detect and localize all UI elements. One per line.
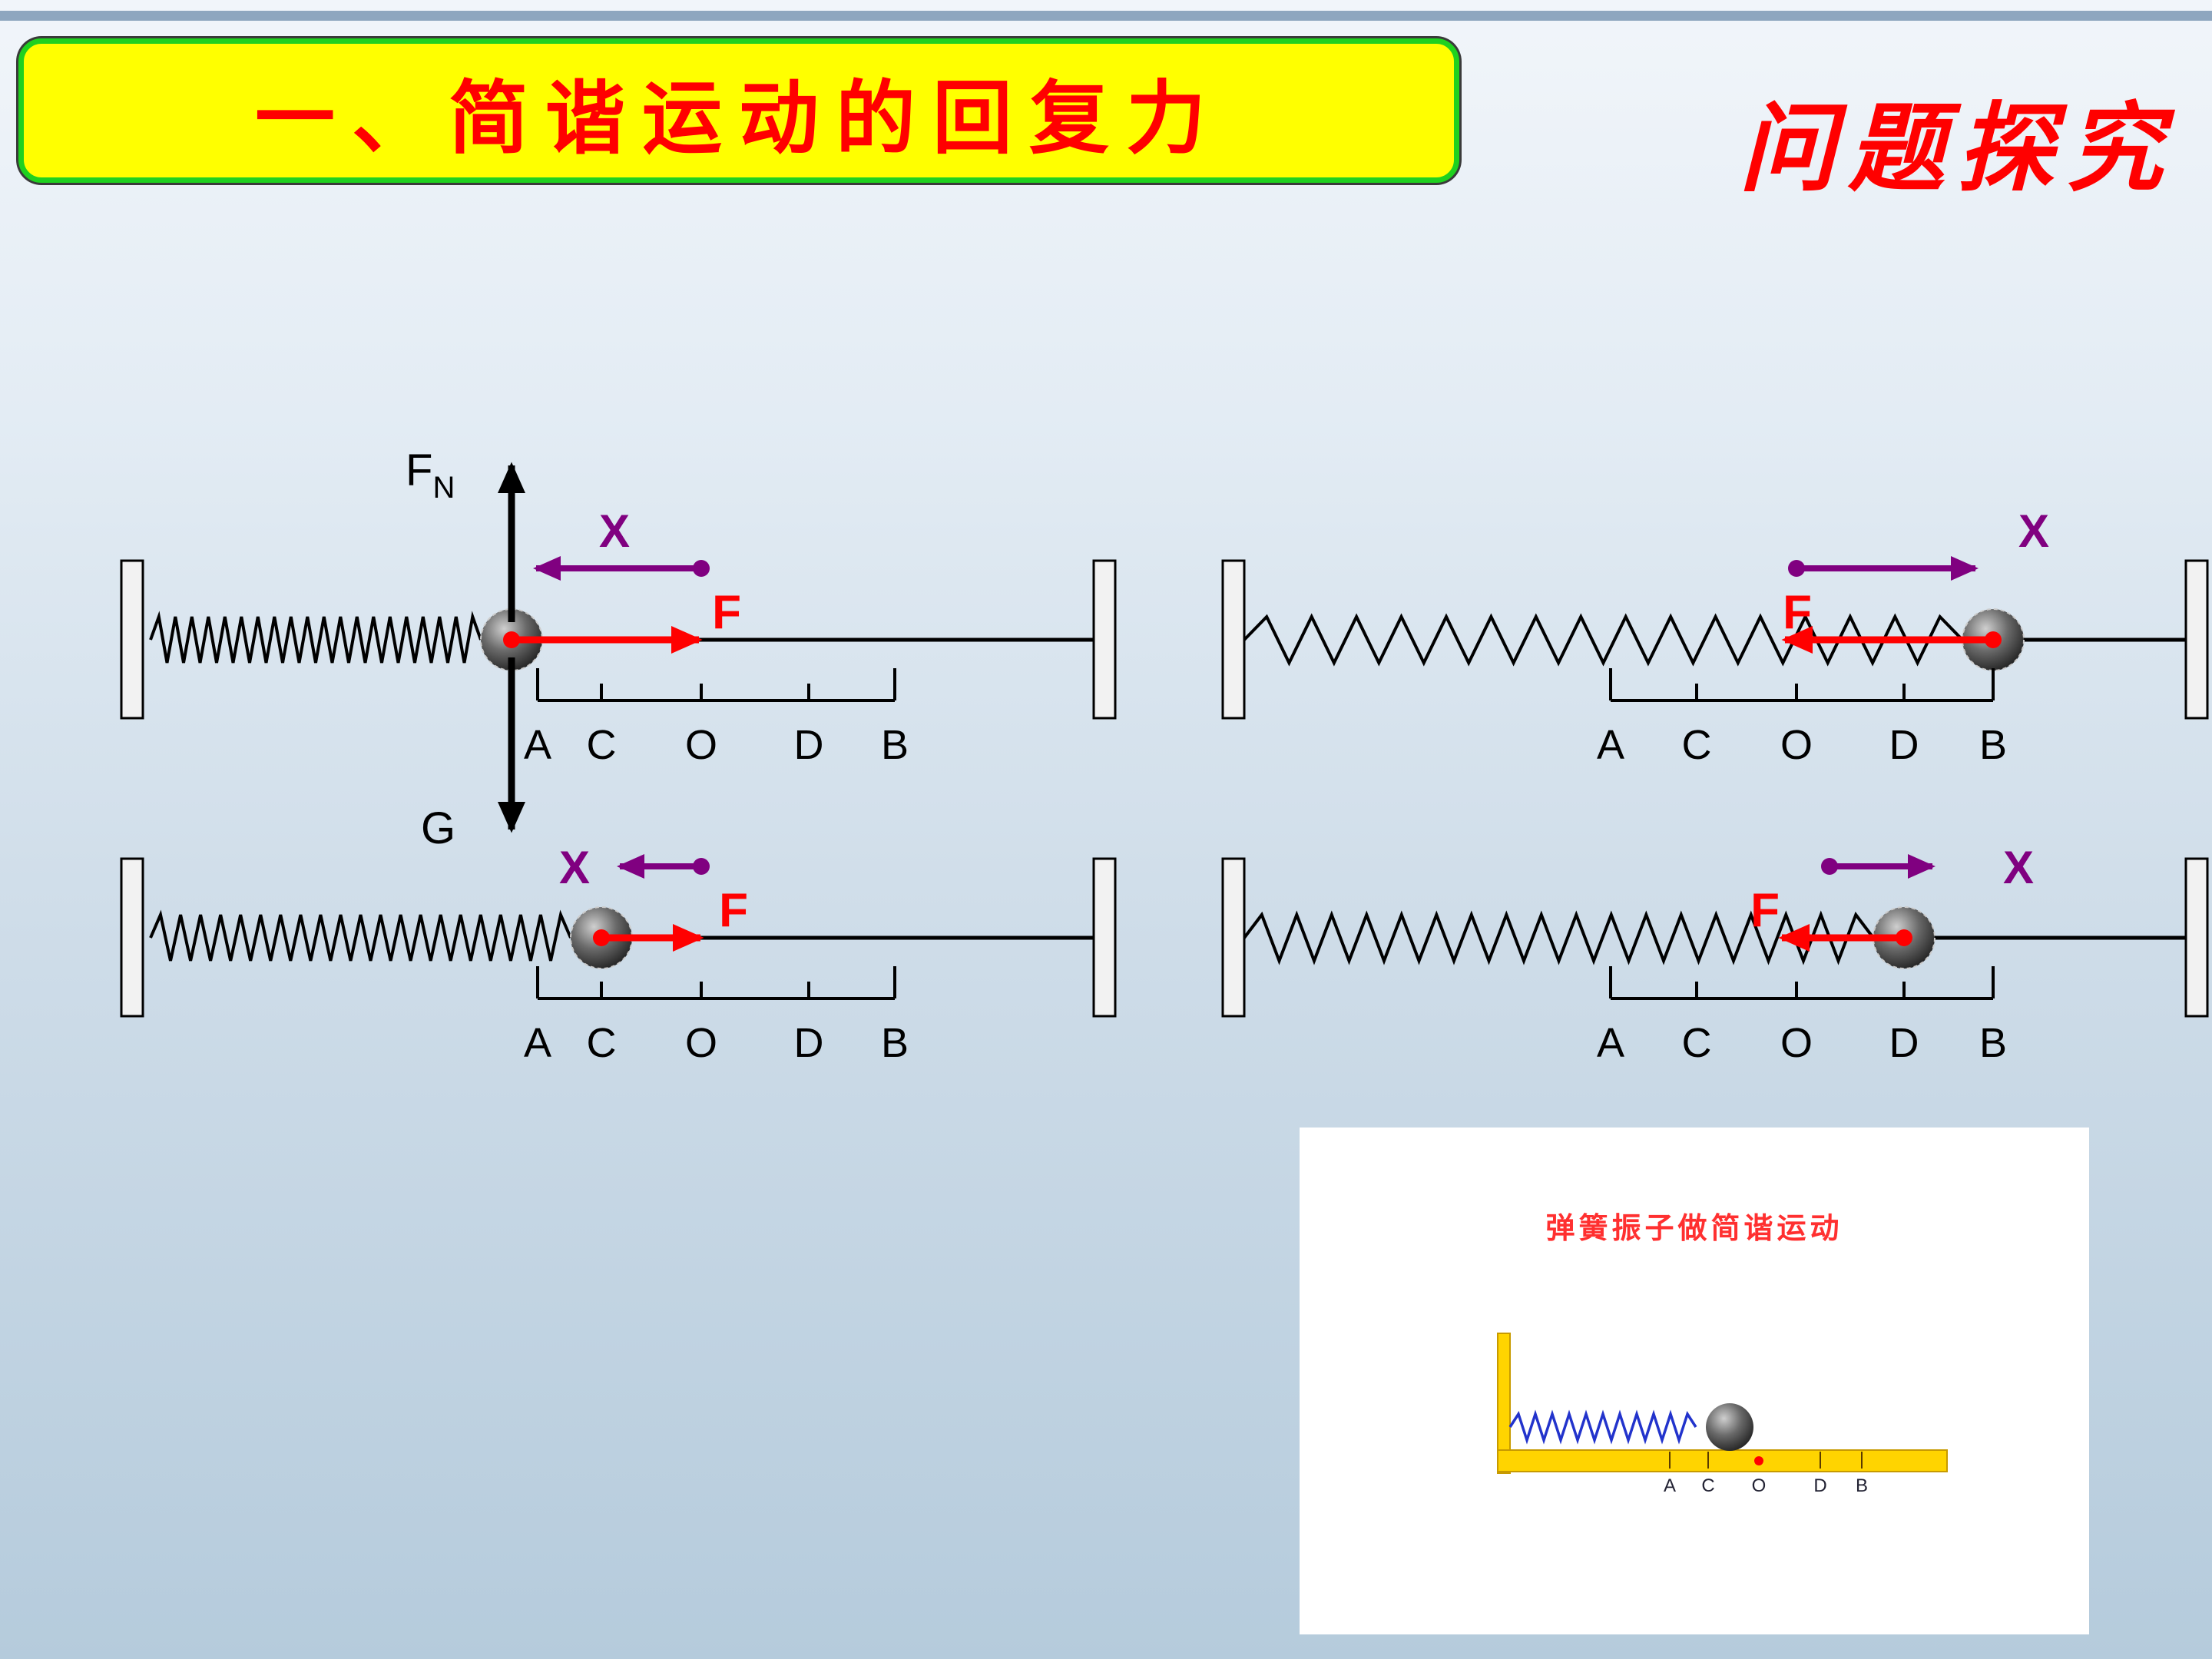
position-label-A: A bbox=[1597, 722, 1624, 768]
position-scale: A C O D B bbox=[1597, 668, 2007, 768]
normal-force-label: FN bbox=[406, 445, 455, 505]
displacement-label: X bbox=[2018, 505, 2049, 557]
inset-wall bbox=[1497, 1333, 1511, 1474]
right-wall bbox=[1092, 857, 1117, 1018]
position-label-C: C bbox=[587, 1020, 617, 1066]
displacement-label: X bbox=[559, 842, 590, 893]
position-scale: A C O D B bbox=[524, 668, 909, 768]
spring bbox=[149, 909, 572, 962]
force-origin-dot bbox=[593, 929, 610, 946]
restoring-force-label: F bbox=[719, 884, 748, 937]
inset-diagram: A C O D B bbox=[1497, 1333, 1948, 1496]
position-label-B: B bbox=[1979, 722, 2007, 768]
left-wall bbox=[1221, 559, 1246, 720]
restoring-force-label: F bbox=[712, 586, 741, 639]
inset-position-label-O: O bbox=[1752, 1475, 1767, 1496]
displacement-label: X bbox=[599, 505, 630, 557]
position-label-A: A bbox=[524, 722, 551, 768]
inset-caption: 弹簧振子做简谐运动 bbox=[1545, 1211, 1843, 1245]
left-wall bbox=[120, 857, 144, 1018]
left-wall bbox=[120, 559, 144, 720]
left-wall bbox=[1221, 857, 1246, 1018]
inset-ball bbox=[1706, 1403, 1753, 1451]
restoring-force-label: F bbox=[1783, 586, 1812, 639]
position-label-C: C bbox=[587, 722, 617, 768]
position-label-O: O bbox=[685, 1020, 717, 1066]
embedded-animation-panel[interactable]: 弹簧振子做简谐运动 A C O D B bbox=[1300, 1128, 2089, 1634]
top-decor-strip bbox=[0, 11, 2212, 21]
inset-spring bbox=[1508, 1409, 1697, 1445]
position-scale: A C O D B bbox=[1597, 966, 2007, 1066]
position-label-A: A bbox=[1597, 1020, 1624, 1066]
inset-position-label-D: D bbox=[1813, 1475, 1826, 1496]
position-label-B: B bbox=[1979, 1020, 2007, 1066]
position-label-C: C bbox=[1682, 1020, 1712, 1066]
position-scale: A C O D B bbox=[524, 966, 909, 1066]
diagram-ball-at-A: FN G X F A C O D B bbox=[120, 445, 1117, 853]
force-origin-dot bbox=[503, 631, 520, 648]
right-wall bbox=[2184, 559, 2209, 720]
position-label-B: B bbox=[881, 722, 909, 768]
position-label-D: D bbox=[794, 1020, 824, 1066]
spring bbox=[149, 611, 482, 664]
spring bbox=[1243, 910, 1875, 965]
displacement-label: X bbox=[2003, 842, 2034, 893]
position-label-B: B bbox=[881, 1020, 909, 1066]
position-label-C: C bbox=[1682, 722, 1712, 768]
gravity-label: G bbox=[421, 803, 455, 853]
inset-position-label-A: A bbox=[1664, 1475, 1676, 1496]
title-banner: 一、简谐运动的回复力 bbox=[18, 38, 1459, 183]
right-wall bbox=[1092, 559, 1117, 720]
position-label-D: D bbox=[794, 722, 824, 768]
inset-track bbox=[1497, 1449, 1948, 1472]
position-label-D: D bbox=[1889, 722, 1919, 768]
diagram-ball-at-D: X F A C O D B bbox=[1221, 842, 2209, 1066]
position-label-O: O bbox=[1780, 722, 1813, 768]
position-label-D: D bbox=[1889, 1020, 1919, 1066]
diagram-ball-at-C: X F A C O D B bbox=[120, 842, 1117, 1066]
position-label-A: A bbox=[524, 1020, 551, 1066]
force-origin-dot bbox=[1896, 929, 1912, 946]
spring bbox=[1243, 613, 1964, 667]
slide-title: 一、简谐运动的回复力 bbox=[254, 71, 1223, 165]
inset-equilibrium-marker bbox=[1754, 1456, 1763, 1465]
restoring-force-label: F bbox=[1750, 884, 1780, 937]
right-wall bbox=[2184, 857, 2209, 1018]
position-label-O: O bbox=[1780, 1020, 1813, 1066]
diagram-ball-at-B: X F A C O D B bbox=[1221, 505, 2209, 768]
inset-position-label-B: B bbox=[1856, 1475, 1868, 1496]
force-origin-dot bbox=[1985, 631, 2002, 648]
corner-heading: 问题探究 bbox=[1739, 92, 2175, 205]
position-label-O: O bbox=[685, 722, 717, 768]
inset-position-label-C: C bbox=[1701, 1475, 1714, 1496]
